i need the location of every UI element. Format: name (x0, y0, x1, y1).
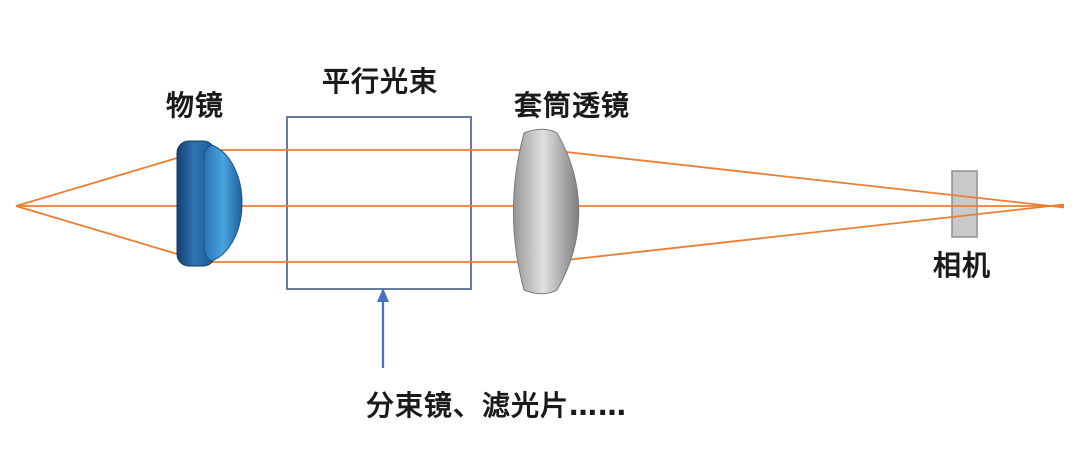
objective-lens-label: 物镜 (165, 89, 225, 122)
parallel-beam-box (286, 116, 472, 290)
ray-bottom-converging (547, 203, 1065, 263)
ray-top-converging (547, 149, 1065, 209)
tube-lens-label: 套筒透镜 (513, 89, 631, 122)
tube-lens-shape (513, 128, 580, 295)
beamsplitter-filter-annotation: 分束镜、滤光片…… (366, 389, 628, 422)
annotation-arrow-head-icon (377, 288, 389, 302)
camera-sensor-shape (951, 170, 978, 238)
ray-bottom-diverging (15, 205, 205, 263)
objective-lens-front (203, 144, 243, 262)
camera-label: 相机 (932, 249, 992, 282)
ray-top-diverging (15, 149, 205, 207)
parallel-beam-label: 平行光束 (321, 65, 439, 98)
objective-lens-shape (176, 140, 243, 267)
